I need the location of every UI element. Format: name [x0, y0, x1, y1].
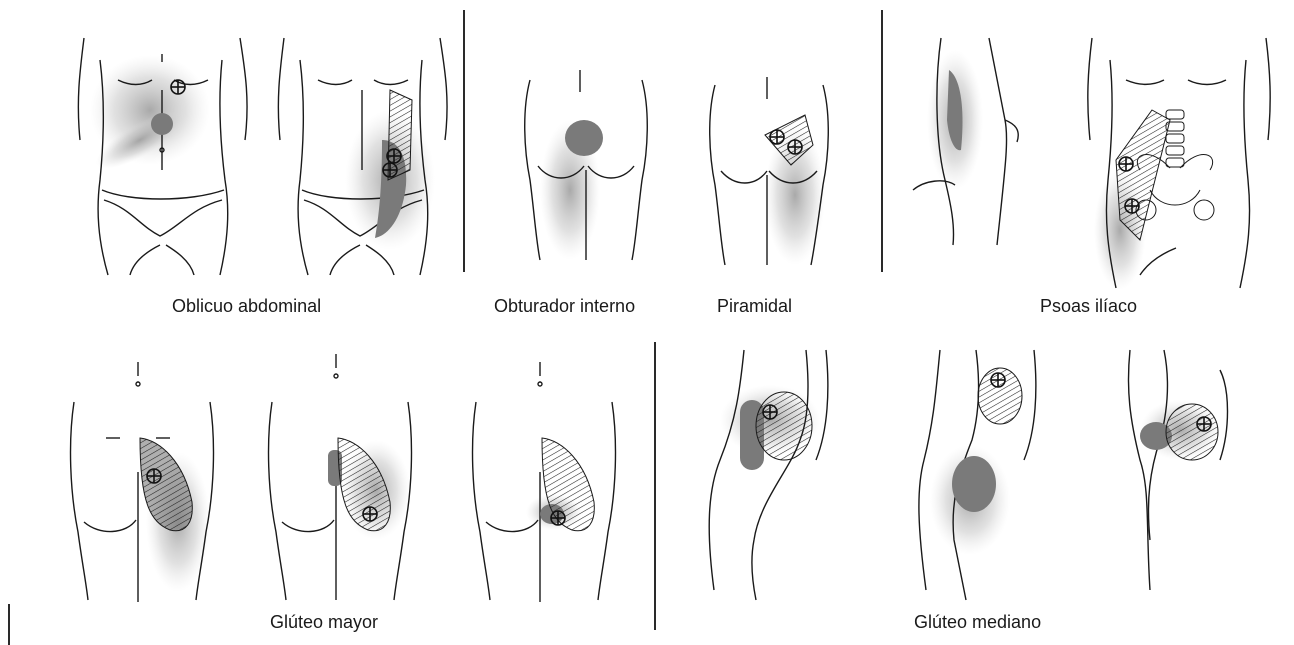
- gluteo-mayor-figure-3: [462, 362, 627, 602]
- gluteo-mediano-figure-2: [910, 350, 1070, 600]
- caption-obturador-interno: Obturador interno: [494, 296, 635, 317]
- gluteo-mediano-figure-3: [1110, 350, 1270, 600]
- caption-gluteo-mediano: Glúteo mediano: [914, 612, 1041, 633]
- top-divider-right: [881, 10, 883, 272]
- left-frame-line: [8, 604, 10, 645]
- psoas-figure-1: [905, 30, 1045, 250]
- gluteo-mediano-figure-1: [700, 350, 860, 600]
- caption-oblicuo-abdominal: Oblicuo abdominal: [172, 296, 321, 317]
- bottom-divider: [654, 342, 656, 630]
- caption-psoas-iliaco: Psoas ilíaco: [1040, 296, 1137, 317]
- caption-piramidal: Piramidal: [717, 296, 792, 317]
- piramidal-figure: [695, 75, 845, 265]
- top-divider-left: [463, 10, 465, 272]
- oblicuo-figure-1: [70, 30, 260, 280]
- gluteo-mayor-figure-2: [258, 350, 423, 600]
- psoas-figure-2: [1080, 30, 1280, 290]
- gluteo-mayor-figure-1: [60, 362, 225, 602]
- obturador-figure: [510, 70, 660, 260]
- oblicuo-figure-2: [270, 30, 460, 280]
- caption-gluteo-mayor: Glúteo mayor: [270, 612, 378, 633]
